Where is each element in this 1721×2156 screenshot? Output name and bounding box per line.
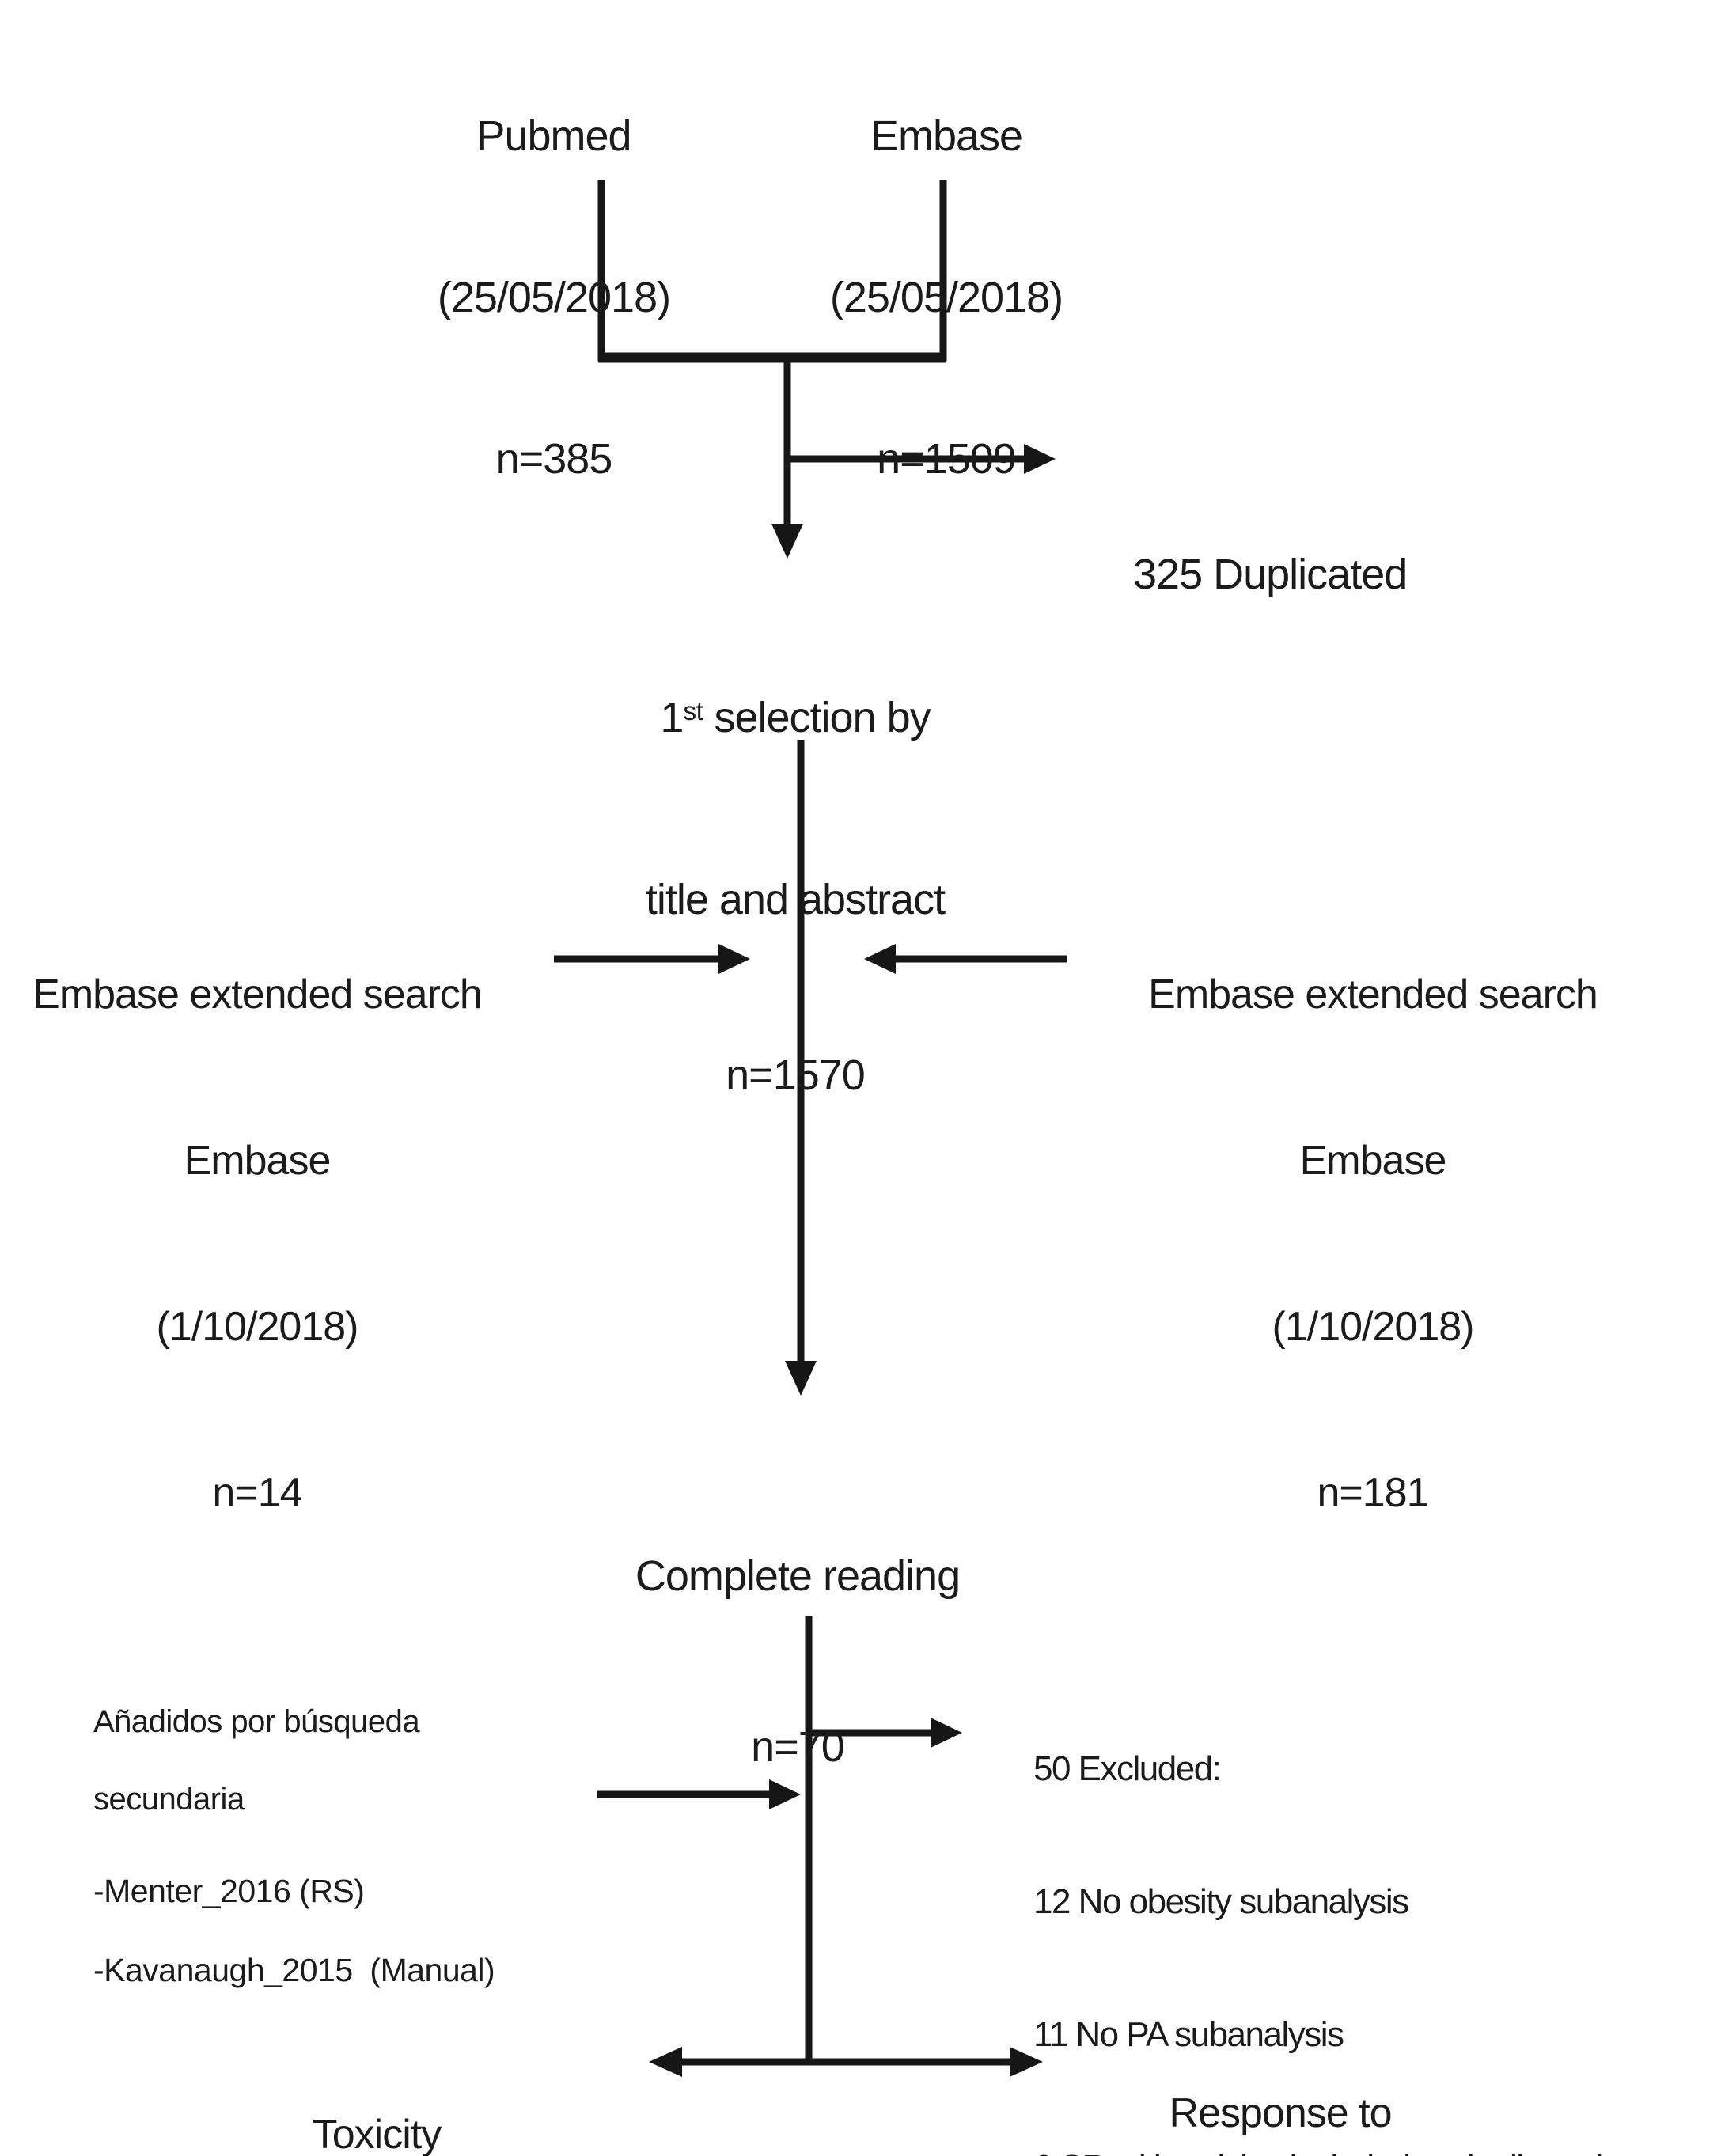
arrowhead-right-response	[1010, 2047, 1043, 2077]
pubmed-count: n=385	[495, 435, 613, 483]
node-complete-reading: Complete reading n=70	[600, 1434, 995, 1889]
excluded-item-sr: 6 SR with articles included or duplicate…	[1033, 2146, 1721, 2156]
node-toxicity: Toxicity n=1	[218, 2000, 535, 2156]
ext-left-date: (1/10/2018)	[156, 1304, 359, 1350]
arrowhead-down-selection	[771, 524, 803, 559]
duplicated-label: 325 Duplicated	[1133, 550, 1408, 598]
secondary-ref-kavanaugh: -Kavanaugh_2015 (Manual)	[93, 1951, 495, 1988]
excluded-item-pa: 11 No PA subanalysis	[1033, 2015, 1344, 2054]
node-embase-extended-left: Embase extended search Embase (1/10/2018…	[0, 856, 514, 1631]
arrowhead-down-reading	[785, 1361, 817, 1396]
pubmed-title: Pubmed	[476, 112, 631, 160]
first-selection-line2: title and abstract	[645, 876, 946, 923]
complete-reading-label: Complete reading	[635, 1552, 961, 1600]
first-selection-line1: 1st selection by	[660, 694, 931, 741]
ext-right-count: n=181	[1317, 1470, 1429, 1516]
secondary-search-line1: Añadidos por búsqueda	[93, 1704, 420, 1740]
ext-left-line1: Embase extended search	[32, 972, 483, 1017]
arrowhead-right-secondary	[769, 1779, 801, 1809]
arrowhead-right-excluded	[931, 1718, 962, 1748]
arrowhead-right-ext-left	[718, 944, 750, 974]
embase-count: n=1509	[877, 435, 1017, 483]
secondary-search-line2: secundaria	[93, 1782, 245, 1817]
ext-left-count: n=14	[212, 1470, 302, 1516]
ext-right-date: (1/10/2018)	[1272, 1304, 1475, 1350]
first-selection-count: n=1570	[726, 1051, 866, 1099]
node-excluded: 50 Excluded: 12 No obesity subanalysis 1…	[1033, 1658, 1721, 2156]
arrowhead-left-toxicity	[649, 2047, 682, 2077]
arrowhead-left-ext-right	[864, 944, 896, 974]
embase-date: (25/05/2018)	[829, 274, 1063, 321]
response-line1: Response to	[1169, 2090, 1393, 2136]
node-first-selection: 1st selection by title and abstract n=15…	[597, 571, 993, 1222]
ext-right-line1: Embase extended search	[1148, 972, 1598, 1017]
ordinal-superscript: st	[683, 696, 703, 726]
toxicity-label: Toxicity	[312, 2112, 442, 2156]
node-embase-extended-right: Embase extended search Embase (1/10/2018…	[1108, 856, 1638, 1631]
node-response: Response to treatment n=21	[1098, 1983, 1462, 2156]
node-secondary-search: Añadidos por búsqueda secundaria -Menter…	[93, 1666, 616, 2026]
excluded-item-obesity: 12 No obesity subanalysis	[1033, 1882, 1409, 1921]
node-embase: Embase (25/05/2018) n=1509	[756, 2, 1136, 593]
node-duplicated: 325 Duplicated	[1133, 434, 1529, 715]
complete-reading-count: n=70	[751, 1723, 845, 1771]
node-pubmed: Pubmed (25/05/2018) n=385	[364, 2, 744, 593]
excluded-header: 50 Excluded:	[1033, 1749, 1222, 1788]
secondary-ref-menter: -Menter_2016 (RS)	[93, 1872, 365, 1909]
embase-title: Embase	[870, 112, 1023, 160]
arrowhead-right-duplicated	[1024, 444, 1056, 474]
ext-left-line2: Embase	[184, 1138, 332, 1184]
ext-right-line2: Embase	[1299, 1138, 1447, 1184]
pubmed-date: (25/05/2018)	[437, 274, 671, 321]
